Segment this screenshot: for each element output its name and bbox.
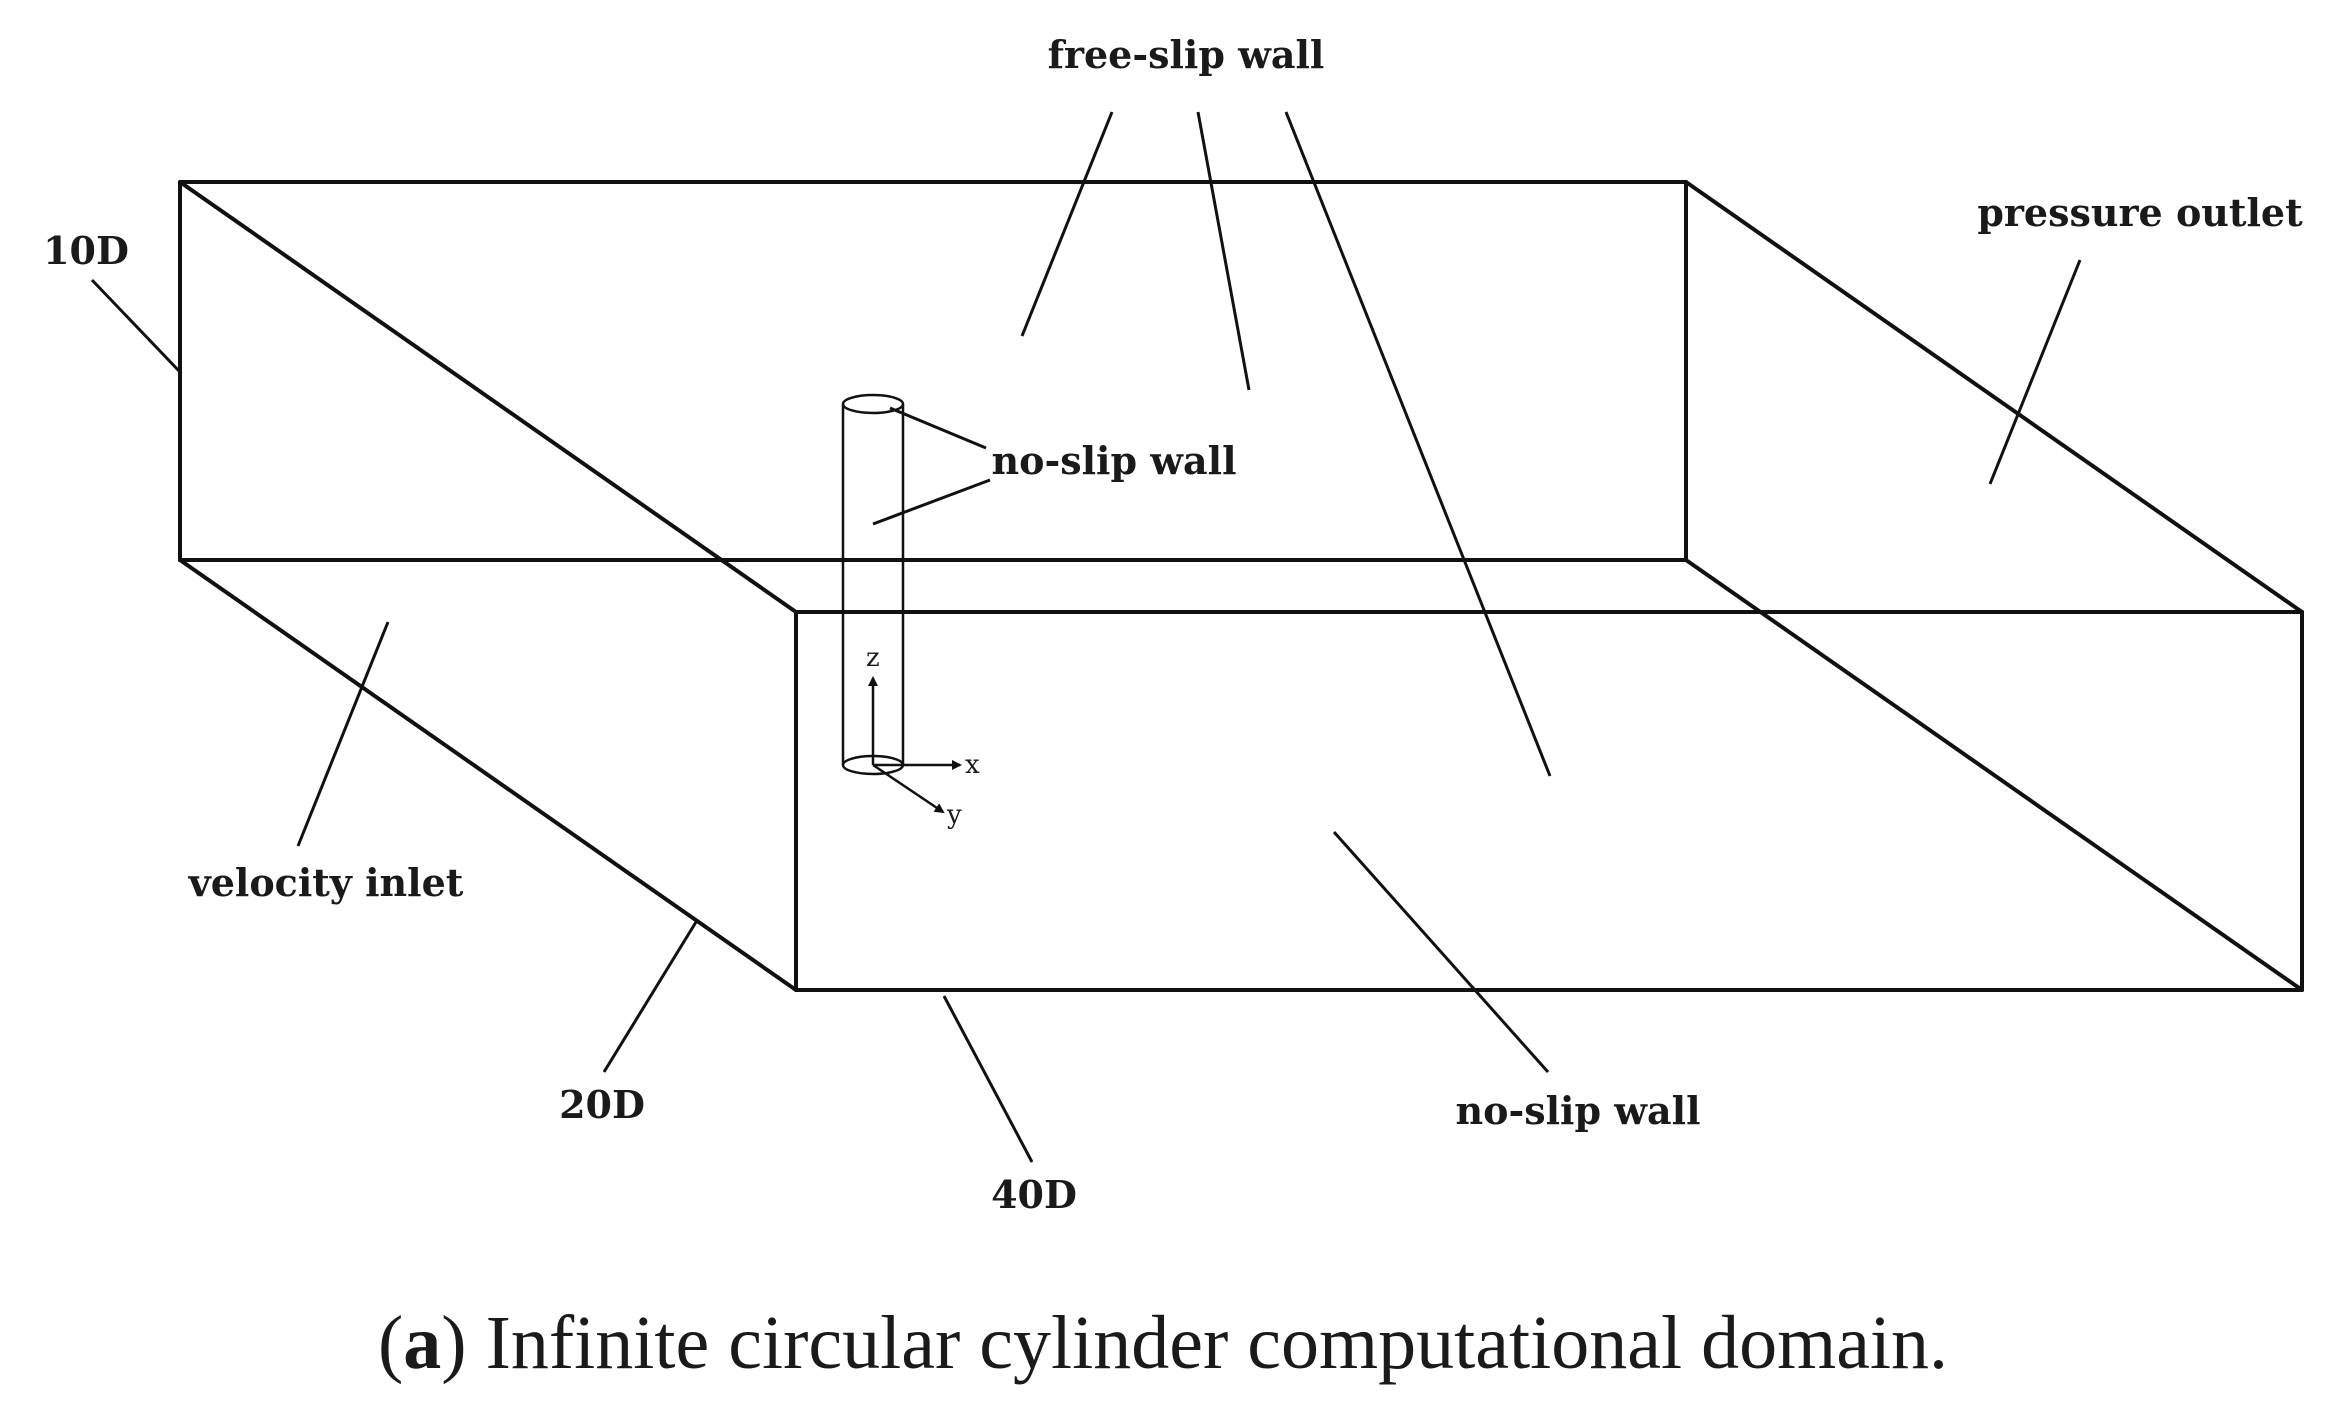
label-free-slip-wall: free-slip wall: [1048, 32, 1325, 77]
label-10d: 10D: [43, 228, 129, 273]
label-20d: 20D: [559, 1082, 645, 1127]
label-cylinder-no-slip-wall: no-slip wall: [991, 438, 1236, 483]
y-axis-arrow: [872, 763, 945, 814]
caption-text: Infinite circular cylinder computational…: [467, 1301, 1948, 1385]
leader-10d: [90, 278, 182, 374]
label-velocity-inlet: velocity inlet: [188, 860, 464, 905]
label-pressure-outlet: pressure outlet: [1977, 190, 2303, 235]
leader-20d: [602, 921, 698, 1073]
box-edge-top-right-depth: [1684, 180, 2304, 614]
leader-free-slip-3: [1284, 111, 1552, 777]
domain-box: [178, 180, 2304, 992]
leader-40d: [942, 995, 1034, 1163]
caption-panel-letter: a: [403, 1301, 441, 1385]
coordinate-axes: z x y: [866, 643, 980, 830]
box-edge-bottom-right-depth: [1684, 558, 2304, 992]
caption-paren-close: ): [441, 1301, 466, 1385]
label-bottom-no-slip-wall: no-slip wall: [1455, 1088, 1700, 1133]
leader-free-slip-1: [1020, 111, 1114, 337]
leader-lines: [90, 111, 2082, 1163]
caption-paren-open: (: [378, 1301, 403, 1385]
leader-velocity-inlet: [296, 621, 390, 847]
figure-caption: (a) Infinite circular cylinder computati…: [378, 1301, 1948, 1385]
leader-no-slip-cylinder-side: [872, 478, 991, 526]
box-edge-bottom-left-depth: [178, 558, 798, 992]
labels: free-slip wall pressure outlet 10D no-sl…: [43, 32, 2303, 1217]
z-axis-label: z: [866, 643, 880, 673]
x-axis-label: x: [965, 750, 980, 780]
cylinder: [841, 393, 905, 776]
y-axis-label: y: [946, 800, 962, 830]
leader-no-slip-cylinder-top: [889, 406, 987, 450]
leader-no-slip-bottom: [1332, 831, 1550, 1073]
box-edge-top-left-depth: [178, 180, 798, 614]
leader-pressure-outlet: [1988, 259, 2082, 485]
label-40d: 40D: [991, 1172, 1077, 1217]
leader-free-slip-2: [1196, 111, 1251, 391]
